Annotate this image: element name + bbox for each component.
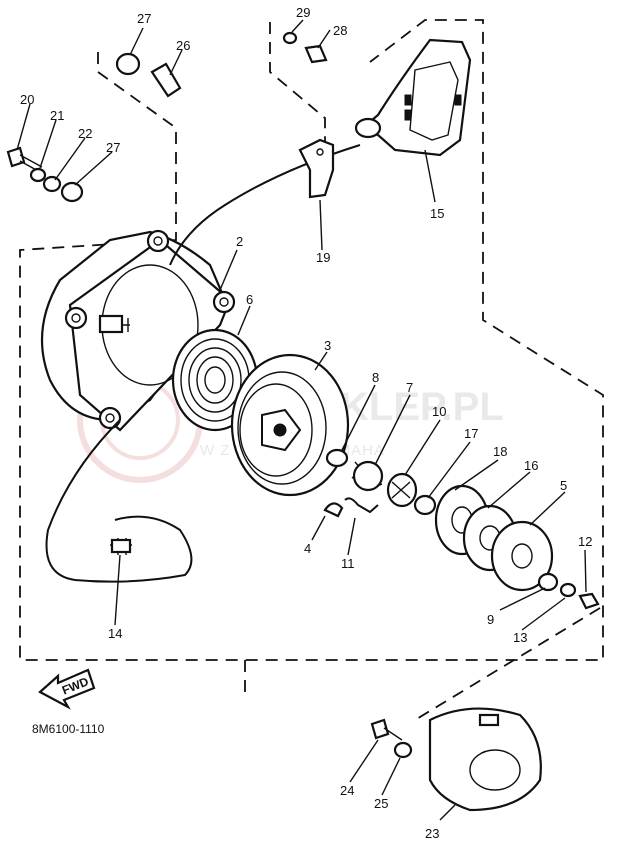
callout-21: 21 bbox=[50, 108, 64, 123]
nut-12 bbox=[578, 592, 600, 610]
spring-11 bbox=[344, 497, 379, 514]
collar-27-left bbox=[60, 181, 84, 203]
callout-19: 19 bbox=[316, 250, 330, 265]
washer-13 bbox=[559, 582, 577, 598]
fwd-arrow: FWD bbox=[38, 668, 96, 710]
spring-7 bbox=[351, 460, 384, 492]
callout-10: 10 bbox=[432, 404, 446, 419]
callout-17: 17 bbox=[464, 426, 478, 441]
assembly-boundary bbox=[19, 19, 604, 721]
callout-16: 16 bbox=[524, 458, 538, 473]
callout-4: 4 bbox=[304, 541, 311, 556]
diagram-code: 8M6100-1110 bbox=[32, 722, 105, 736]
washer-8 bbox=[325, 448, 349, 468]
callout-26: 26 bbox=[176, 38, 190, 53]
washer-21 bbox=[29, 167, 47, 183]
callout-labels: 27 26 29 28 20 21 22 27 15 19 2 6 3 8 7 … bbox=[20, 5, 592, 841]
drive-plate-5 bbox=[490, 520, 554, 592]
callout-20: 20 bbox=[20, 92, 34, 107]
callout-8: 8 bbox=[372, 370, 379, 385]
callout-7: 7 bbox=[406, 380, 413, 395]
sheave-drum-3 bbox=[230, 353, 350, 497]
leader-lines bbox=[16, 19, 587, 821]
callout-23: 23 bbox=[425, 826, 439, 841]
starter-handle-15 bbox=[354, 38, 472, 157]
spring-10 bbox=[386, 472, 418, 508]
callout-13: 13 bbox=[513, 630, 527, 645]
callout-9: 9 bbox=[487, 612, 494, 627]
bolt-28 bbox=[304, 44, 328, 64]
callout-27-left: 27 bbox=[106, 140, 120, 155]
callout-24: 24 bbox=[340, 783, 354, 798]
collar-26 bbox=[150, 62, 182, 98]
washer-9 bbox=[537, 572, 559, 592]
callout-6: 6 bbox=[246, 292, 253, 307]
callout-14: 14 bbox=[108, 626, 122, 641]
callout-22: 22 bbox=[78, 126, 92, 141]
collar-17 bbox=[413, 494, 437, 516]
pawl-4 bbox=[323, 502, 344, 518]
callout-11: 11 bbox=[341, 556, 355, 571]
callout-12: 12 bbox=[578, 534, 592, 549]
callout-5: 5 bbox=[560, 478, 567, 493]
callout-3: 3 bbox=[324, 338, 331, 353]
washer-25 bbox=[393, 741, 413, 759]
rope-guide-19 bbox=[298, 138, 335, 199]
callout-27-top: 27 bbox=[137, 11, 151, 26]
nut-29 bbox=[282, 31, 298, 45]
washer-22 bbox=[42, 175, 62, 193]
callout-15: 15 bbox=[430, 206, 444, 221]
callout-2: 2 bbox=[236, 234, 243, 249]
callout-29: 29 bbox=[296, 5, 310, 20]
callout-25: 25 bbox=[374, 796, 388, 811]
starter-case-2 bbox=[40, 229, 236, 432]
callout-18: 18 bbox=[493, 444, 507, 459]
callout-28: 28 bbox=[333, 23, 347, 38]
bolt-24 bbox=[370, 718, 403, 741]
cover-23 bbox=[428, 707, 542, 812]
collar-27-top bbox=[115, 52, 141, 76]
